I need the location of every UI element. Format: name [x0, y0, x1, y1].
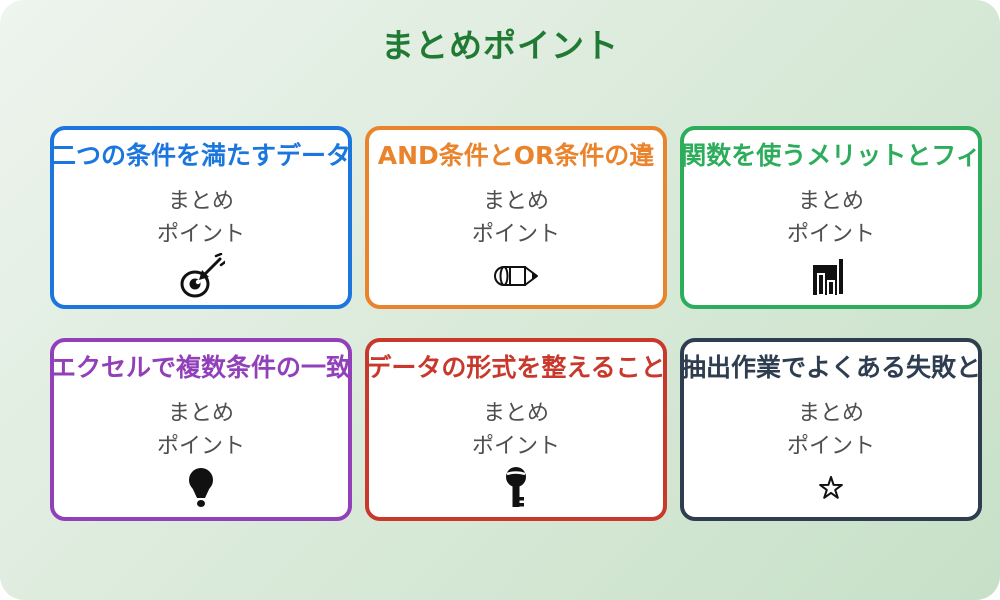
card-subtitle-line1: まとめ: [482, 189, 549, 214]
summary-card-2: AND条件とOR条件の違 まとめ ポイント: [365, 126, 667, 309]
card-subtitle-line2: ポイント: [786, 222, 875, 247]
card-subtitle-line1: まとめ: [482, 401, 549, 426]
card-subtitle-line1: まとめ: [797, 189, 864, 214]
card-title: 関数を使うメリットとフィ: [681, 141, 981, 170]
summary-card-5: データの形式を整えること まとめ ポイント: [365, 338, 667, 521]
card-subtitle-line2: ポイント: [156, 222, 245, 247]
summary-card-6: 抽出作業でよくある失敗と まとめ ポイント: [680, 338, 982, 521]
page-title: まとめポイント: [381, 26, 619, 65]
card-title: エクセルで複数条件の一致: [51, 353, 352, 382]
card-subtitle-line2: ポイント: [471, 222, 560, 247]
summary-card-3: 関数を使うメリットとフィ まとめ ポイント: [680, 126, 982, 309]
card-subtitle-line1: まとめ: [167, 401, 234, 426]
target-dart-icon: [177, 253, 225, 299]
card-subtitle-line1: まとめ: [167, 189, 234, 214]
key-icon: [496, 465, 536, 511]
card-title: 二つの条件を満たすデータ: [51, 141, 352, 170]
star-icon: [818, 465, 844, 511]
card-title: データの形式を整えること: [366, 353, 666, 382]
pencil-icon: [493, 253, 539, 299]
card-subtitle-line1: まとめ: [797, 401, 864, 426]
summary-card-1: 二つの条件を満たすデータ まとめ ポイント: [50, 126, 352, 309]
card-title: 抽出作業でよくある失敗と: [681, 353, 982, 382]
cards-grid: 二つの条件を満たすデータ まとめ ポイント AND条件とOR条件の違 まとめ ポ…: [50, 126, 982, 521]
card-subtitle-line2: ポイント: [471, 434, 560, 459]
card-subtitle-line2: ポイント: [786, 434, 875, 459]
card-title: AND条件とOR条件の違: [377, 141, 655, 170]
card-subtitle-line2: ポイント: [156, 434, 245, 459]
bar-chart-icon: [810, 253, 852, 299]
lightbulb-icon: [181, 465, 221, 511]
summary-card-4: エクセルで複数条件の一致 まとめ ポイント: [50, 338, 352, 521]
